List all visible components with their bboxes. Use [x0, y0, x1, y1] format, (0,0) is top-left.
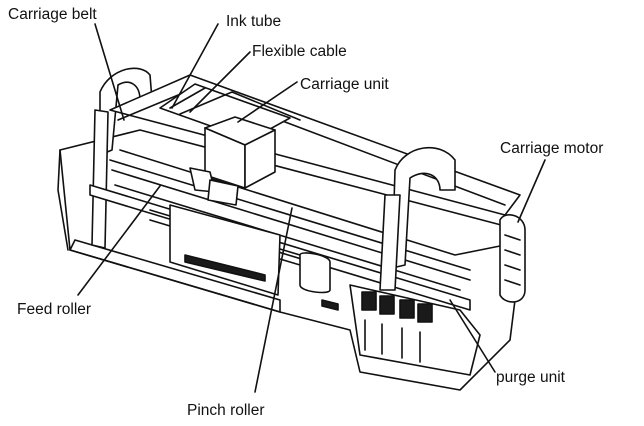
carriage-side: [244, 129, 276, 189]
right-bracket-post: [379, 194, 401, 291]
label-ink-tube: Ink tube: [226, 13, 282, 30]
flexible-cable-shape: [179, 91, 301, 121]
paper-slot: [184, 254, 266, 282]
label-carriage-unit: Carriage unit: [300, 76, 389, 93]
rail-shaft-3: [114, 184, 461, 291]
inner-cylinder: [299, 252, 331, 294]
ink-tube-line: [169, 87, 206, 109]
carriage-motor-shape: [499, 214, 526, 303]
label-flexible-cable: Flexible cable: [252, 43, 347, 60]
chassis-front-lip: [69, 239, 281, 313]
label-pinch-roller: Pinch roller: [187, 402, 265, 419]
label-carriage-motor: Carriage motor: [500, 140, 604, 157]
small-slot: [321, 299, 339, 311]
carriage-bottom: [207, 179, 239, 206]
purge-lower-parts: [364, 319, 421, 363]
chassis-side-left: [57, 149, 69, 251]
left-bracket-post: [91, 109, 109, 249]
label-feed-roller: Feed roller: [17, 301, 92, 318]
purge-caps: [361, 291, 433, 323]
rail-shaft-2: [111, 169, 471, 281]
leader-lines: [77, 23, 546, 393]
right-bracket: [391, 146, 456, 269]
label-purge-unit: purge unit: [496, 369, 565, 386]
label-carriage-belt: Carriage belt: [8, 6, 97, 23]
carriage-motor-gear: [504, 234, 521, 286]
